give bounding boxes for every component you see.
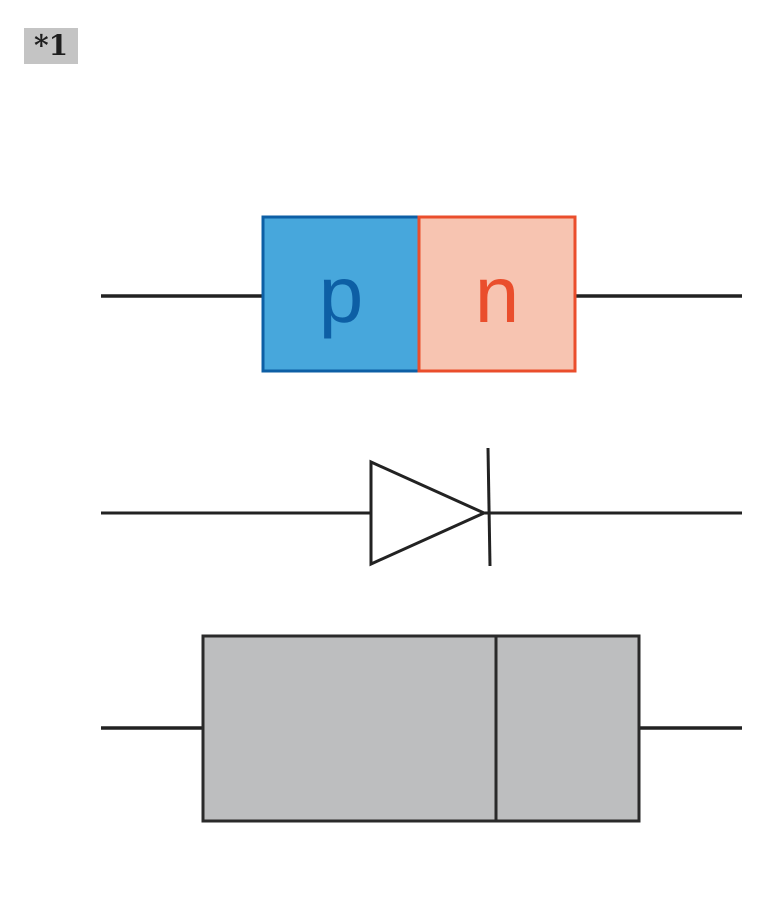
component-body [201,634,641,823]
pn-junction-figure: p n [101,215,742,373]
diode-triangle-icon [369,459,488,567]
p-label: p [319,250,364,339]
n-region [417,215,577,373]
diode-component-figure [101,634,742,823]
figure-number-badge: *1 [24,28,78,64]
diode-symbol-figure [101,447,742,567]
p-region [261,215,421,373]
diode-cathode-bar [486,447,492,567]
n-label: n [475,250,520,339]
